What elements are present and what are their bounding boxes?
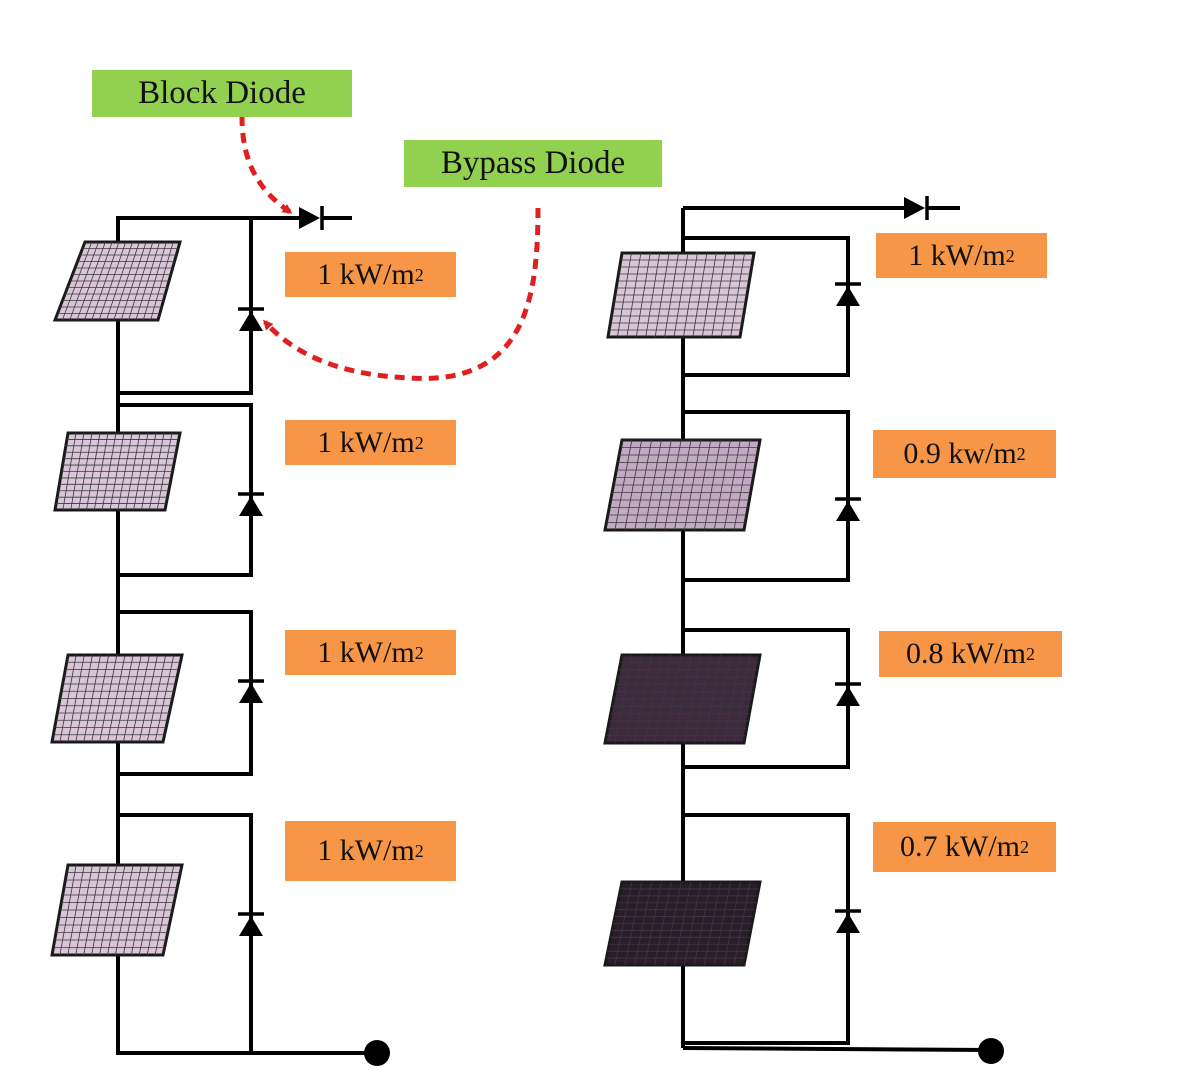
bypass-diode-right-1-triangle bbox=[836, 286, 860, 306]
solar-panel-3 bbox=[50, 653, 184, 744]
bypass-diode-right-2-triangle bbox=[836, 501, 860, 521]
bypass-diode-right-3-triangle bbox=[836, 686, 860, 706]
block-diode-left-triangle bbox=[299, 207, 320, 229]
bypass-diode-label: Bypass Diode bbox=[404, 140, 662, 187]
right-output-terminal bbox=[978, 1038, 1004, 1064]
bypass-diode-callout-arrow bbox=[262, 207, 541, 381]
block-diode-right-triangle bbox=[904, 197, 925, 219]
bypass-diode-left-4-triangle bbox=[239, 916, 263, 936]
block-diode-label: Block Diode bbox=[92, 70, 352, 117]
solar-panel-7 bbox=[603, 653, 762, 745]
bypass-diode-left-1-triangle bbox=[239, 311, 263, 331]
solar-panel-1 bbox=[52, 240, 182, 322]
diodes bbox=[238, 196, 929, 943]
panels bbox=[50, 240, 762, 967]
solar-panel-8 bbox=[603, 880, 762, 967]
bypass-diode-left-2-triangle bbox=[239, 496, 263, 516]
solar-panel-5 bbox=[606, 251, 756, 339]
solar-panel-2 bbox=[53, 431, 182, 512]
solar-panel-4 bbox=[50, 863, 184, 957]
bypass-diode-left-3-triangle bbox=[239, 683, 263, 703]
left-output-terminal bbox=[364, 1040, 390, 1066]
bypass-diode-right-4-triangle bbox=[836, 913, 860, 933]
block-diode-callout-arrow bbox=[239, 115, 293, 215]
solar-panel-6 bbox=[603, 438, 762, 532]
